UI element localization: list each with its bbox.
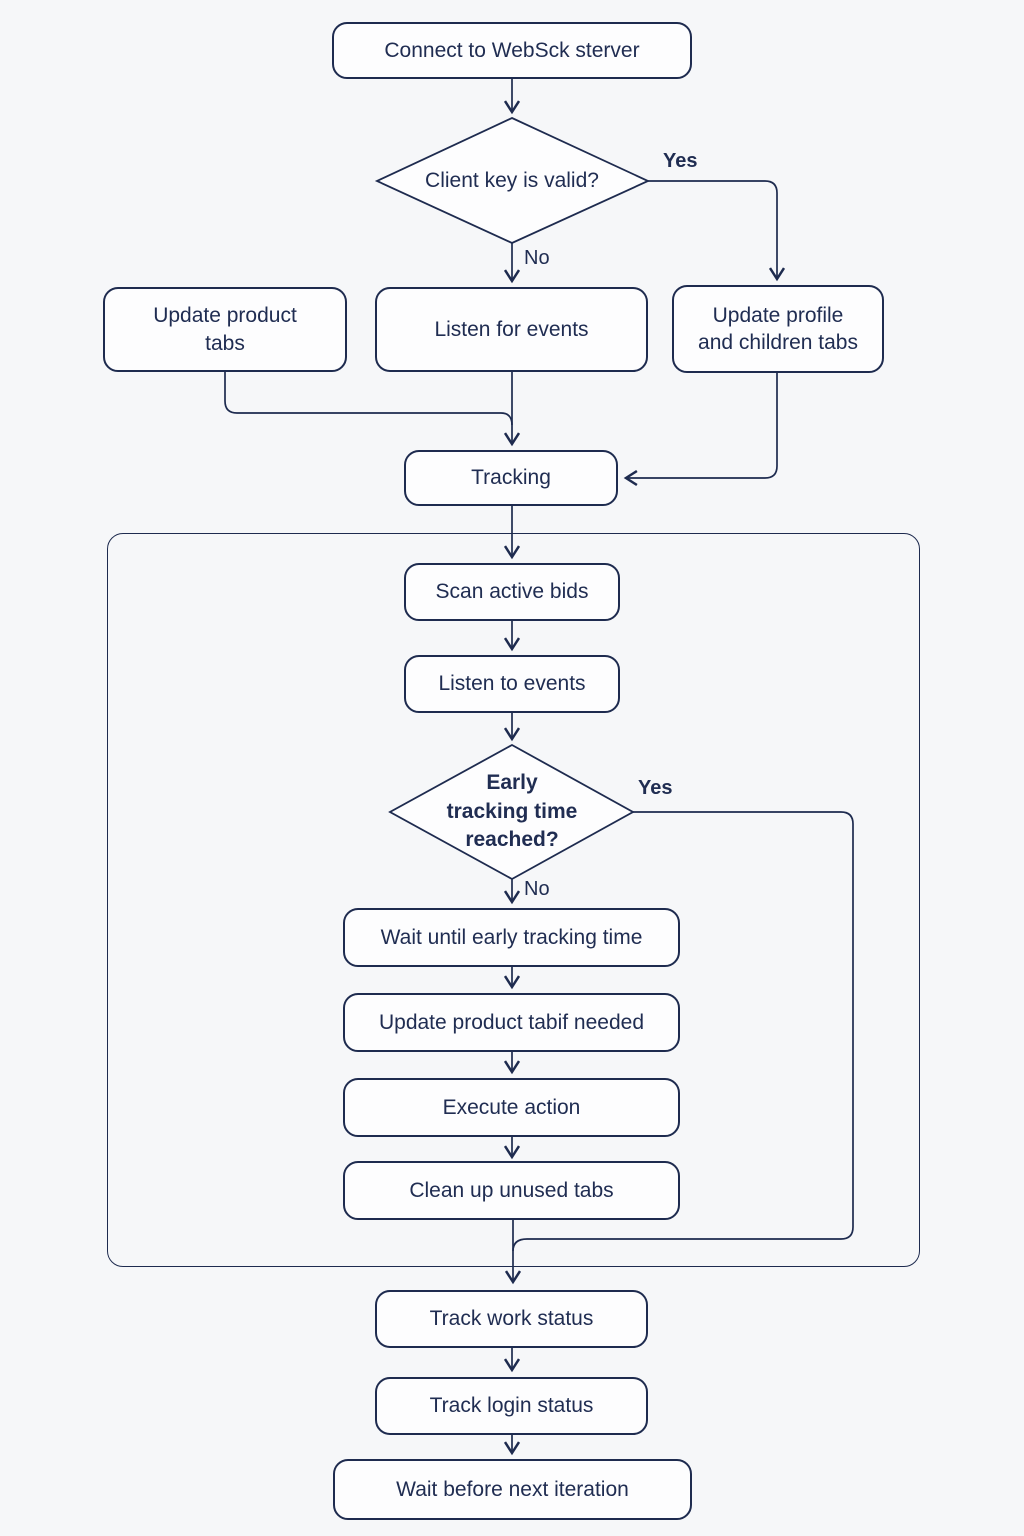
node-scan-active-bids: Scan active bids <box>404 563 620 621</box>
node-label: Early tracking time reached? <box>446 771 578 852</box>
node-update-product-tabs: Update product tabs <box>103 287 347 372</box>
node-tracking: Tracking <box>404 450 618 506</box>
decision1-no-label: No <box>524 247 550 269</box>
node-label: Execute action <box>442 1095 581 1119</box>
node-label: Update product tabif needed <box>378 1010 645 1034</box>
node-label: Update profile and children tabs <box>698 303 858 354</box>
node-label: Listen for events <box>434 317 589 341</box>
edge-update-product-tabs-to-merge <box>224 372 513 426</box>
node-wait-before-next-iteration: Wait before next iteration <box>333 1459 692 1520</box>
node-update-product-tab-if-needed: Update product tabif needed <box>343 993 680 1052</box>
decision2-yes-label: Yes <box>638 777 673 799</box>
edge-update-profile-to-tracking <box>623 373 778 487</box>
node-update-profile-children-tabs: Update profile and children tabs <box>672 285 884 373</box>
node-execute-action: Execute action <box>343 1078 680 1137</box>
node-label: Track login status <box>429 1394 594 1418</box>
decision1-yes-label: Yes <box>663 150 698 172</box>
node-label: Tracking <box>471 466 551 490</box>
node-listen-for-events: Listen for events <box>375 287 648 372</box>
node-label: Connect to WebSck sterver <box>384 38 640 62</box>
node-label: Wait until early tracking time <box>380 925 643 949</box>
node-listen-to-events: Listen to events <box>404 655 620 713</box>
node-clean-up-unused-tabs: Clean up unused tabs <box>343 1161 680 1220</box>
node-label: Wait before next iteration <box>396 1477 629 1501</box>
node-track-work-status: Track work status <box>375 1290 648 1348</box>
decision2-label: Early tracking time reached? <box>437 763 587 861</box>
node-label: Update product tabs <box>153 304 297 355</box>
decision2-no-label: No <box>524 878 550 900</box>
node-label: Clean up unused tabs <box>409 1178 614 1202</box>
node-label: Track work status <box>429 1307 594 1331</box>
node-label: Listen to events <box>438 672 586 696</box>
node-label: Client key is valid? <box>425 169 599 193</box>
decision2-diamond <box>388 743 635 881</box>
node-track-login-status: Track login status <box>375 1377 648 1435</box>
edge-decision2-yes-loop <box>512 811 854 1252</box>
decision1-label: Client key is valid? <box>397 163 627 199</box>
node-wait-until-early-tracking: Wait until early tracking time <box>343 908 680 967</box>
node-label: Scan active bids <box>435 580 589 604</box>
node-connect-websocket: Connect to WebSck sterver <box>332 22 692 79</box>
edge-decision1-yes-to-update-profile <box>648 180 786 282</box>
decision1-diamond <box>374 117 651 244</box>
